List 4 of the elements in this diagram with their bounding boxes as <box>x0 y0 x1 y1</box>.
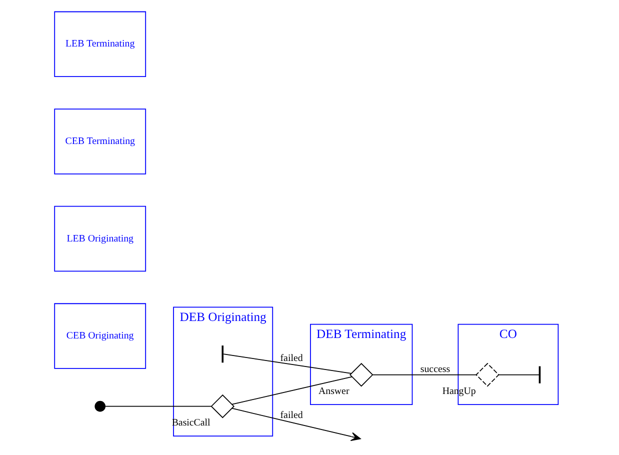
edge-label: failed <box>280 353 302 364</box>
edge-label: success <box>420 364 450 375</box>
edge-label: failed <box>280 410 302 421</box>
node-label: Answer <box>318 386 349 397</box>
